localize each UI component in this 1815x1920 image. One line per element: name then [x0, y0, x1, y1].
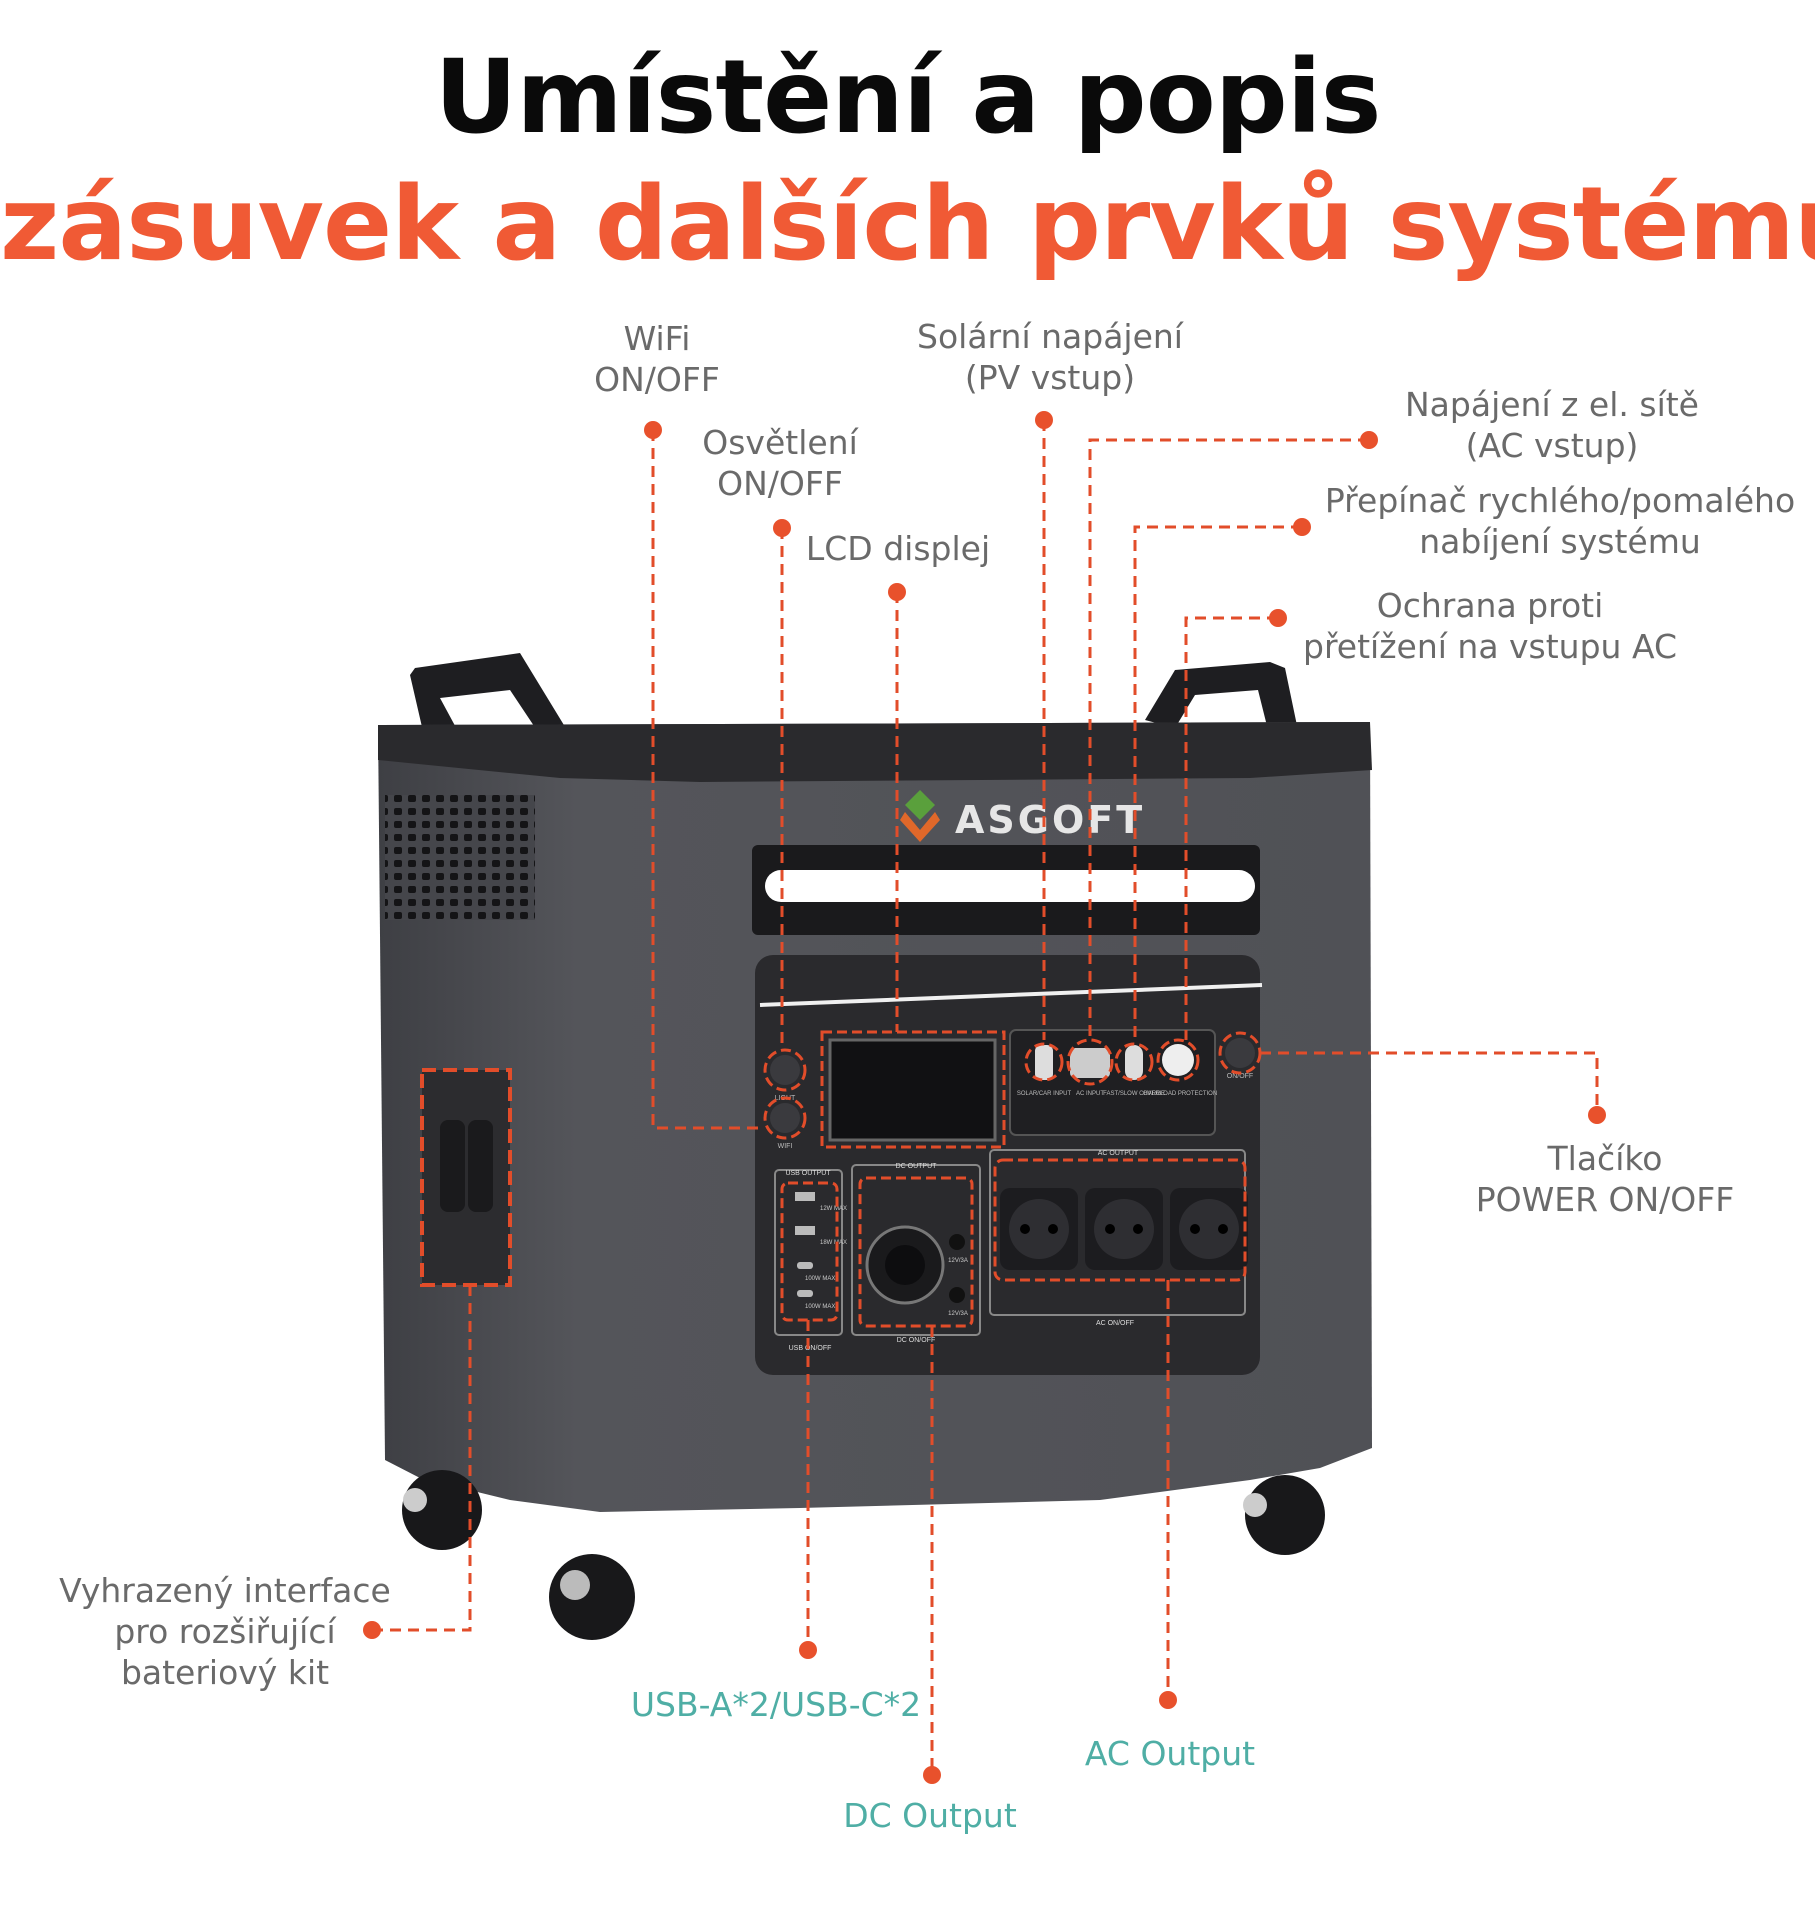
wheel-back-left [402, 1470, 482, 1550]
callout-fast-slow-line2: nabíjení systému [1419, 522, 1701, 561]
overload-label: OVERLOAD PROTECTION [1143, 1091, 1217, 1097]
ac-socket-1 [1000, 1188, 1078, 1270]
usb-a-port-1 [795, 1192, 815, 1201]
power-button-label: ON/OFF [1227, 1073, 1253, 1080]
usb-a2-rating: 18W MAX [820, 1240, 847, 1246]
solar-input-label: SOLAR/CAR INPUT [1017, 1091, 1072, 1097]
ac-switch-label: AC ON/OFF [1096, 1320, 1134, 1327]
usb-c-port-1 [797, 1262, 813, 1269]
dc-switch-label: DC ON/OFF [897, 1337, 936, 1344]
leader-dots [363, 411, 1606, 1784]
usb-a-port-2 [795, 1226, 815, 1235]
usb-switch-label: USB ON/OFF [789, 1345, 832, 1352]
light-button[interactable] [770, 1055, 800, 1085]
title-line-1: Umístění a popis [434, 38, 1382, 157]
ac-socket-2 [1085, 1188, 1163, 1270]
callout-overload-line1: Ochrana proti [1376, 586, 1604, 625]
callout-dc-line1: DC Output [843, 1796, 1017, 1835]
ac-output-label: AC OUTPUT [1098, 1150, 1139, 1157]
callout-usb-line1: USB-A*2/USB-C*2 [630, 1685, 922, 1724]
callout-solar-line1: Solární napájení [917, 317, 1183, 356]
callout-lcd-line1: LCD displej [805, 529, 991, 568]
callout-usb: USB-A*2/USB-C*2 [631, 1684, 921, 1725]
callout-battery-line3: bateriový kit [120, 1653, 330, 1692]
wifi-button-label: WIFI [778, 1143, 793, 1150]
vent-grille [385, 795, 535, 920]
callout-ac-input: Napájení z el. sítě (AC vstup) [1405, 384, 1699, 466]
usb-output-label: USB OUTPUT [785, 1170, 831, 1177]
brand-logo: ASGOFT [900, 790, 1145, 842]
callout-solar: Solární napájení (PV vstup) [917, 316, 1183, 398]
battery-port [420, 1068, 512, 1287]
callout-dc-output: DC Output [843, 1795, 1017, 1836]
callout-power: Tlačíko POWER ON/OFF [1476, 1138, 1735, 1220]
overload-protector[interactable] [1162, 1044, 1194, 1076]
fast-slow-switch[interactable] [1125, 1045, 1143, 1080]
lcd-display [828, 1038, 997, 1142]
solar-input-port [1035, 1045, 1053, 1080]
callout-overload: Ochrana proti přetížení na vstupu AC [1303, 585, 1677, 667]
callout-battery-line1: Vyhrazený interface [59, 1571, 391, 1610]
callout-ac-output-line1: AC Output [1084, 1734, 1256, 1773]
callout-fast-slow-line1: Přepínač rychlého/pomalého [1324, 481, 1796, 520]
callout-fast-slow: Přepínač rychlého/pomalého nabíjení syst… [1325, 480, 1795, 562]
callout-wifi-line1: WiFi [623, 319, 691, 358]
power-button[interactable] [1225, 1038, 1255, 1068]
dc-output-label: DC OUTPUT [896, 1163, 938, 1170]
callout-battery-line2: pro rozšiřující [114, 1612, 336, 1651]
title-line-2: zásuvek a dalších prvků systému [0, 165, 1815, 284]
brand-name: ASGOFT [955, 798, 1145, 842]
callout-light-line2: ON/OFF [717, 464, 843, 503]
usb-c2-rating: 100W MAX [805, 1304, 835, 1310]
callout-light: Osvětlení ON/OFF [702, 422, 858, 504]
usb-c1-rating: 100W MAX [805, 1276, 835, 1282]
highlight-rings [763, 1030, 1262, 1328]
light-bar [752, 845, 1260, 935]
ac-socket-3 [1170, 1188, 1248, 1270]
leader-lines [372, 420, 1599, 1775]
usb-a1-rating: 12W MAX [820, 1206, 847, 1212]
callout-light-line1: Osvětlení [702, 423, 858, 462]
callout-wifi: WiFi ON/OFF [594, 318, 720, 400]
dc1-rating: 12V/3A [948, 1258, 968, 1264]
callout-ac-input-line1: Napájení z el. sítě [1405, 385, 1699, 424]
fast-slow-label: FAST/SLOW CHARGE [1103, 1091, 1165, 1097]
left-handle [410, 653, 570, 740]
callout-ac-output: AC Output [1085, 1733, 1255, 1774]
callout-overload-line2: přetížení na vstupu AC [1303, 627, 1677, 666]
wheel-back-right [1243, 1475, 1325, 1555]
callout-power-line2: POWER ON/OFF [1475, 1180, 1735, 1219]
callout-power-line1: Tlačíko [1547, 1139, 1663, 1178]
wheel-front-left [549, 1554, 635, 1640]
usb-c-port-2 [797, 1290, 813, 1297]
right-handle [1145, 662, 1300, 740]
dc2-rating: 12V/3A [948, 1311, 968, 1317]
callout-wifi-line2: ON/OFF [594, 360, 720, 399]
ac-input-label: AC INPUT [1076, 1091, 1104, 1097]
callout-ac-input-line2: (AC vstup) [1465, 426, 1639, 465]
callout-lcd: LCD displej [806, 528, 990, 569]
callout-solar-line2: (PV vstup) [964, 358, 1136, 397]
wifi-button[interactable] [770, 1103, 800, 1133]
callout-battery-kit: Vyhrazený interface pro rozšiřující bate… [59, 1570, 391, 1693]
ac-input-port [1070, 1048, 1110, 1078]
